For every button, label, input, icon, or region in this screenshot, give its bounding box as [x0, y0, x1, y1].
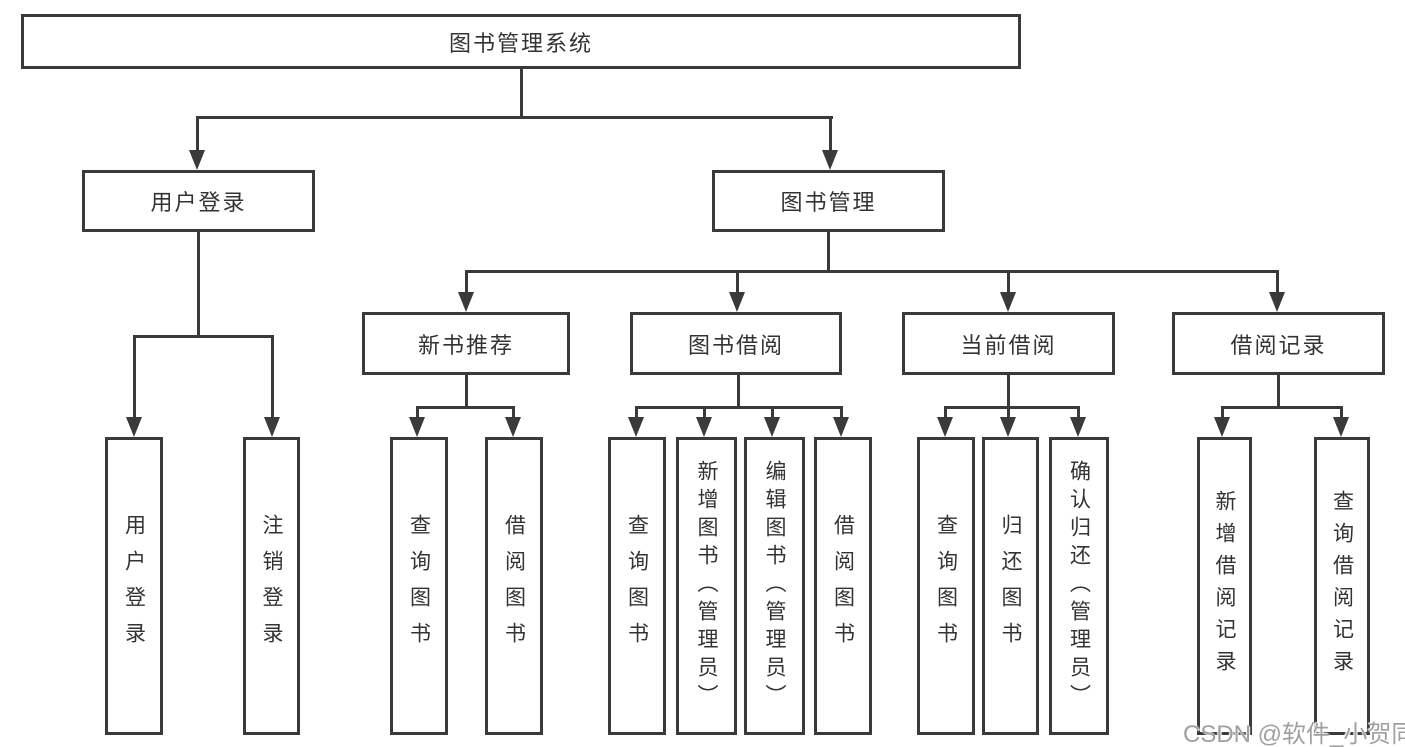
- arrow-down-icon: [729, 292, 745, 312]
- line: [196, 116, 199, 152]
- leaf-add-book-admin: 新增图书（管理员）: [676, 437, 737, 735]
- arrow-down-icon: [1000, 292, 1016, 312]
- leaf-query-books-recommend: 查询图书: [390, 437, 448, 735]
- node-label: 图书管理系统: [448, 30, 593, 56]
- line: [196, 116, 833, 119]
- leaf-label: 新增借阅记录: [1213, 490, 1236, 682]
- line: [133, 335, 274, 338]
- line: [944, 406, 947, 419]
- leaf-label: 用户登录: [122, 514, 146, 658]
- line: [827, 232, 830, 273]
- csdn-watermark: CSDN @软件_小贺同学: [1183, 721, 1405, 747]
- line: [416, 406, 515, 409]
- line: [465, 270, 468, 294]
- line: [840, 406, 843, 419]
- arrow-down-icon: [126, 417, 142, 437]
- leaf-label: 借阅图书: [831, 514, 855, 658]
- leaf-label: 查询图书: [625, 514, 649, 658]
- leaf-borrow-books-recommend: 借阅图书: [485, 437, 543, 735]
- line: [737, 375, 740, 409]
- leaf-edit-book-admin: 编辑图书（管理员）: [744, 437, 805, 735]
- line: [1007, 406, 1010, 419]
- leaf-label: 确认归还（管理员）: [1067, 460, 1091, 712]
- line: [944, 406, 1079, 409]
- leaf-label: 注销登录: [260, 514, 283, 658]
- leaf-return-book: 归还图书: [982, 437, 1039, 735]
- leaf-confirm-return-admin: 确认归还（管理员）: [1049, 437, 1109, 735]
- arrow-down-icon: [1070, 417, 1086, 437]
- node-label: 用户登录: [150, 190, 247, 215]
- line: [829, 116, 832, 152]
- arrow-down-icon: [1333, 417, 1349, 437]
- arrow-down-icon: [833, 417, 849, 437]
- line: [416, 406, 419, 419]
- leaf-borrow-books-borrow: 借阅图书: [814, 437, 872, 735]
- arrow-down-icon: [1269, 292, 1285, 312]
- line: [197, 232, 200, 338]
- arrow-down-icon: [1214, 417, 1230, 437]
- line: [520, 69, 523, 118]
- line: [1007, 270, 1010, 294]
- arrow-down-icon: [458, 292, 474, 312]
- line: [1221, 406, 1343, 409]
- line: [271, 335, 274, 419]
- arrow-down-icon: [628, 417, 644, 437]
- leaf-logout: 注销登录: [243, 437, 300, 735]
- leaf-label: 借阅图书: [502, 514, 526, 658]
- arrow-down-icon: [189, 150, 205, 170]
- leaf-query-borrow-record: 查询借阅记录: [1314, 437, 1370, 735]
- line: [703, 406, 706, 419]
- line: [635, 406, 842, 409]
- node-current-borrow: 当前借阅: [902, 312, 1115, 375]
- leaf-label: 编辑图书（管理员）: [763, 460, 786, 712]
- line: [133, 335, 136, 419]
- line: [1077, 406, 1080, 419]
- node-label: 借阅记录: [1230, 332, 1327, 358]
- arrow-down-icon: [937, 417, 953, 437]
- line: [465, 375, 468, 409]
- leaf-label: 查询借阅记录: [1330, 490, 1354, 682]
- leaf-query-books-current: 查询图书: [917, 437, 975, 735]
- arrow-down-icon: [505, 417, 521, 437]
- node-book-borrow: 图书借阅: [630, 312, 842, 375]
- node-label: 图书借阅: [687, 332, 784, 358]
- arrow-down-icon: [696, 417, 712, 437]
- leaf-user-login: 用户登录: [105, 437, 163, 735]
- line: [771, 406, 774, 419]
- node-label: 图书管理: [780, 190, 877, 215]
- leaf-label: 查询图书: [407, 514, 431, 658]
- line: [465, 270, 1279, 273]
- node-library-management-system: 图书管理系统: [21, 14, 1021, 69]
- node-label: 当前借阅: [960, 332, 1057, 358]
- arrow-down-icon: [822, 150, 838, 170]
- line: [1277, 375, 1280, 409]
- leaf-query-books-borrow: 查询图书: [608, 437, 666, 735]
- line: [635, 406, 638, 419]
- leaf-label: 归还图书: [999, 514, 1022, 658]
- node-book-management: 图书管理: [712, 170, 945, 232]
- line: [1221, 406, 1224, 419]
- leaf-add-borrow-record: 新增借阅记录: [1197, 437, 1252, 735]
- arrow-down-icon: [764, 417, 780, 437]
- node-label: 新书推荐: [417, 332, 514, 358]
- line: [1340, 406, 1343, 419]
- arrow-down-icon: [409, 417, 425, 437]
- arrow-down-icon: [1000, 417, 1016, 437]
- node-user-login: 用户登录: [82, 170, 315, 232]
- line: [1007, 375, 1010, 409]
- node-borrow-records: 借阅记录: [1172, 312, 1385, 375]
- line: [512, 406, 515, 419]
- leaf-label: 新增图书（管理员）: [695, 460, 718, 712]
- arrow-down-icon: [264, 417, 280, 437]
- leaf-label: 查询图书: [934, 514, 958, 658]
- node-new-book-recommend: 新书推荐: [362, 312, 570, 375]
- line: [1276, 270, 1279, 294]
- line: [736, 270, 739, 294]
